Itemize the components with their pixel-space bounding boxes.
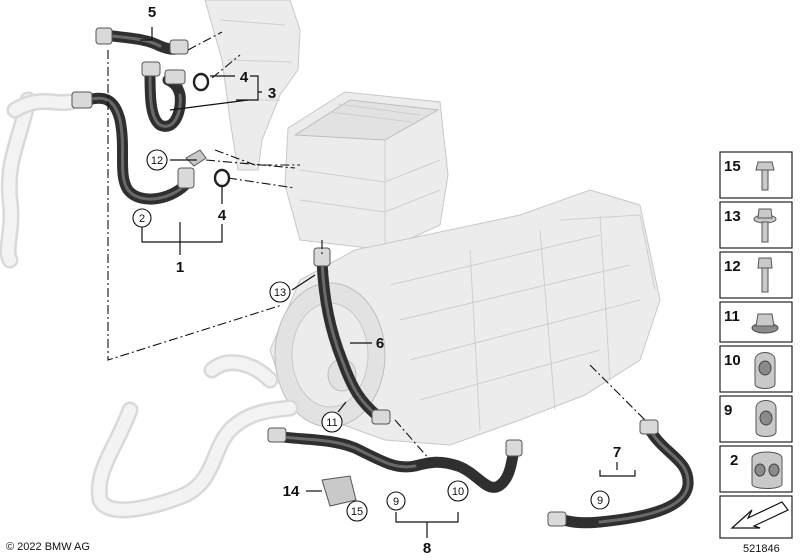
callout-8: 8	[423, 540, 431, 557]
legend-9-number: 9	[724, 402, 732, 419]
svg-text:15: 15	[351, 506, 363, 518]
diagram-id: 521846	[743, 543, 780, 555]
legend-13-number: 13	[724, 208, 741, 225]
leader-lines	[140, 27, 636, 538]
bolt-icon	[757, 257, 773, 293]
flange-bolt-icon	[753, 208, 777, 243]
svg-text:2: 2	[139, 213, 145, 225]
transmission-ghost	[0, 0, 661, 519]
circled-callout-15: 15	[346, 500, 368, 522]
hose-clip-9-icon	[755, 400, 777, 437]
dash-lines	[107, 31, 646, 461]
copyright: © 2022 BMW AG	[6, 541, 90, 553]
double-hose-clip-icon	[751, 451, 783, 489]
hose-3	[141, 61, 186, 132]
callout-5: 5	[148, 4, 156, 21]
callout-4-upper: 4	[240, 69, 249, 86]
svg-text:10: 10	[452, 486, 464, 498]
circled-callout-10: 10	[447, 480, 469, 502]
o-ring-upper	[192, 72, 210, 92]
svg-text:12: 12	[151, 155, 163, 167]
bracket-14	[321, 475, 357, 507]
circled-callout-13: 13	[269, 281, 291, 303]
legend-12-number: 12	[724, 258, 741, 275]
hose-7	[547, 419, 694, 529]
svg-text:11: 11	[326, 417, 337, 429]
circled-callout-11: 11	[321, 411, 343, 433]
legend-2-number: 2	[730, 452, 738, 469]
svg-text:9: 9	[597, 495, 603, 507]
callout-1: 1	[176, 259, 184, 276]
hose-1	[71, 91, 195, 205]
callout-7: 7	[613, 444, 621, 461]
direction-arrow-icon	[730, 501, 789, 529]
callout-14: 14	[283, 483, 300, 500]
svg-text:13: 13	[274, 287, 286, 299]
circled-callout-9-bottom: 9	[386, 491, 406, 511]
circled-callout-12: 12	[146, 149, 168, 171]
hose-clip-10-icon	[754, 352, 776, 389]
circled-callout-2: 2	[132, 208, 152, 228]
callout-6: 6	[376, 335, 384, 352]
legend-11-number: 11	[724, 308, 740, 325]
nut-icon	[751, 313, 779, 334]
hose-8	[267, 427, 523, 493]
circled-callout-9-right: 9	[590, 490, 610, 510]
bolt-short-icon	[755, 161, 775, 191]
hose-5	[95, 27, 189, 55]
legend-15-number: 15	[724, 158, 741, 175]
parts-legend: 15 13 12 11 10	[719, 151, 793, 539]
callout-4-lower: 4	[218, 207, 227, 224]
hose-6	[313, 247, 391, 425]
svg-text:9: 9	[393, 496, 399, 508]
clip-12	[185, 149, 207, 167]
o-ring-lower	[213, 168, 231, 188]
legend-10-number: 10	[724, 352, 741, 369]
callout-3: 3	[268, 85, 276, 102]
